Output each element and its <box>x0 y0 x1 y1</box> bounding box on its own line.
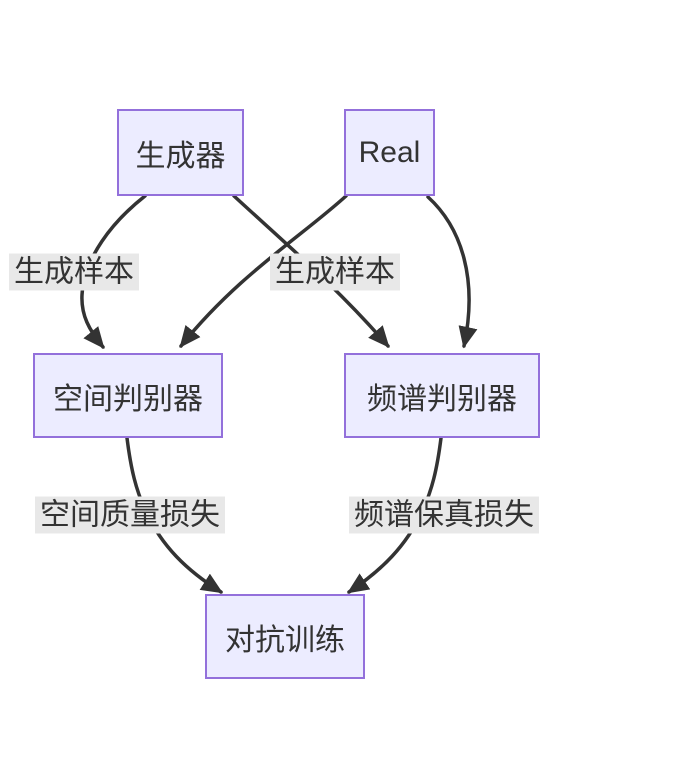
edge-label-spectral-fidelity-loss: 频谱保真损失 <box>349 496 539 534</box>
node-real: Real <box>344 109 435 196</box>
edge-real-to-spectral <box>426 195 478 349</box>
edge-real-to-spatial <box>179 194 348 348</box>
node-spatial-discriminator: 空间判别器 <box>33 353 223 438</box>
node-adversarial-training: 对抗训练 <box>205 594 365 679</box>
edge-label-generated-sample-right: 生成样本 <box>270 253 400 291</box>
node-spectral-discriminator: 频谱判别器 <box>344 353 540 438</box>
node-generator: 生成器 <box>117 109 244 196</box>
edge-label-spatial-quality-loss: 空间质量损失 <box>35 496 225 534</box>
edge-label-generated-sample-left: 生成样本 <box>9 253 139 291</box>
